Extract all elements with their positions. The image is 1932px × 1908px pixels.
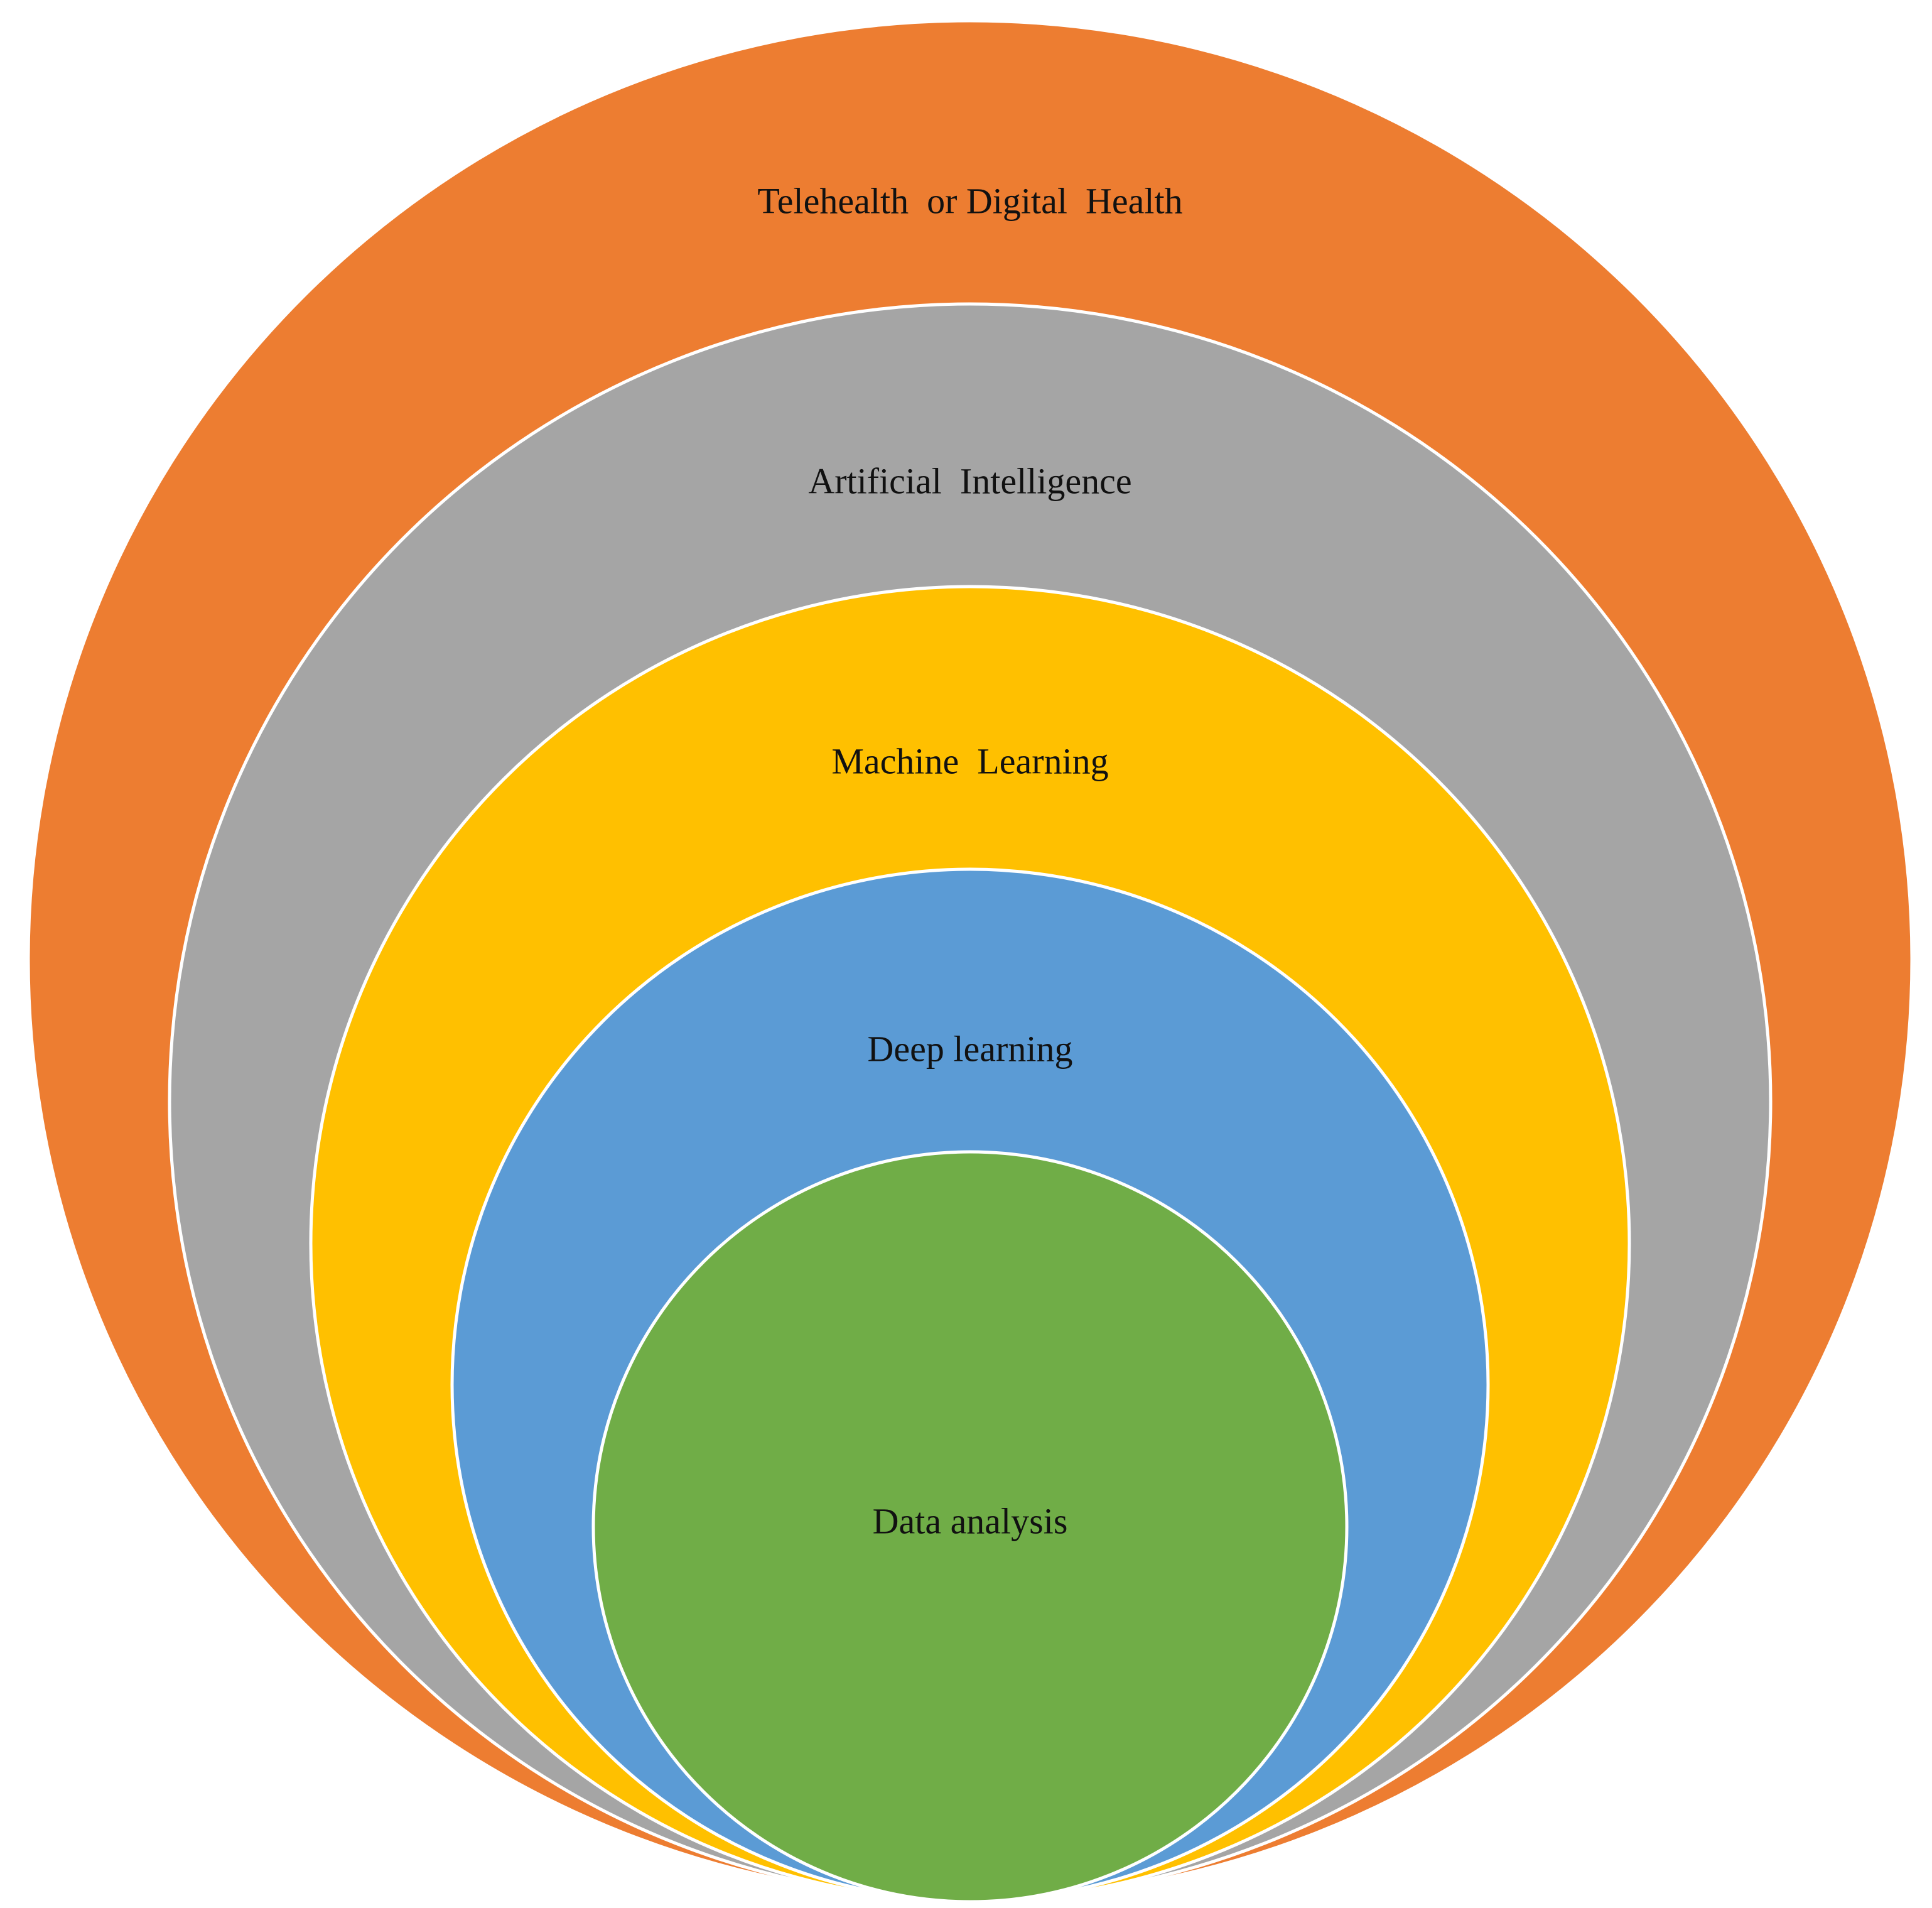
- data-circle: [591, 1150, 1349, 1904]
- layer-data: Data analysis: [591, 1150, 1349, 1904]
- dl-label: Deep learning: [868, 1028, 1073, 1069]
- ai-label: Artificial Intelligence: [808, 460, 1131, 501]
- telehealth-label: Telehealth or Digital Health: [757, 180, 1182, 221]
- data-label: Data analysis: [873, 1500, 1068, 1541]
- ml-label: Machine Learning: [831, 740, 1108, 781]
